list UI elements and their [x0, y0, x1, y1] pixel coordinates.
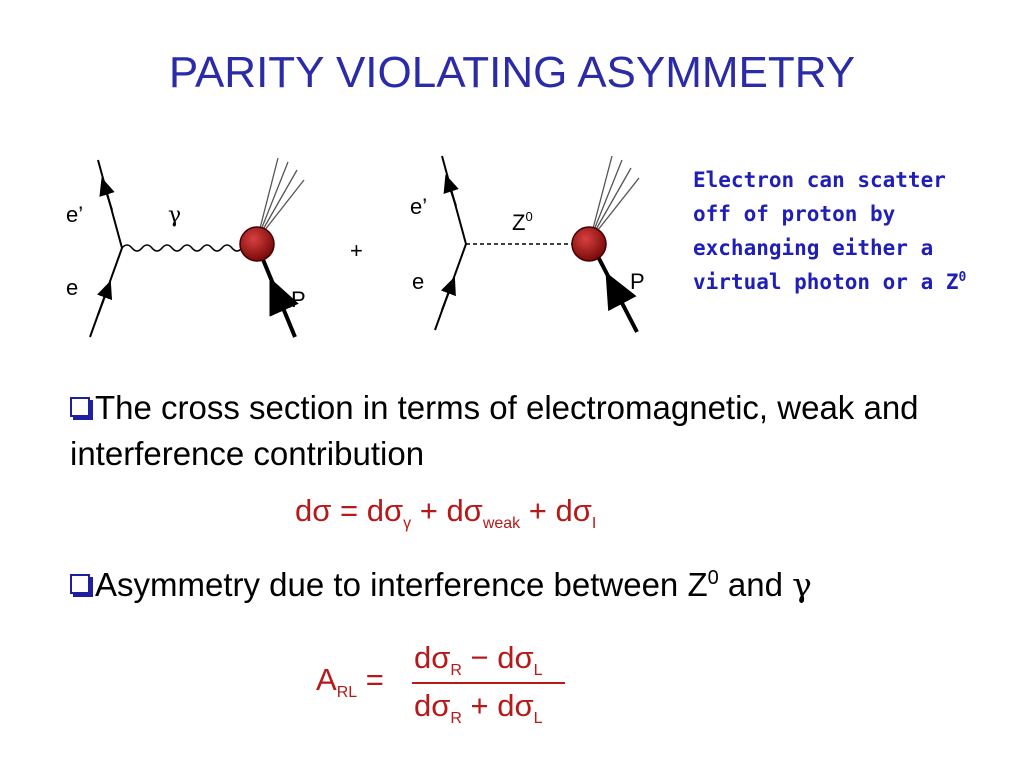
- jet-line: [589, 155, 613, 241]
- label-e: e: [412, 269, 424, 294]
- side-note-line: off of proton by: [693, 202, 896, 226]
- diagram-right: e’ e Z0 P: [410, 155, 645, 333]
- side-note-line: exchanging either a: [693, 236, 934, 260]
- equation-numerator: dσR − dσL: [414, 640, 543, 680]
- outgoing-electron-arrow: [99, 177, 115, 211]
- label-proton: P: [291, 287, 306, 312]
- jet-line: [589, 167, 632, 241]
- equation-denominator: dσR + dσL: [414, 688, 543, 728]
- proton-arrow: [605, 271, 637, 312]
- bullet-text: Asymmetry due to interference between Z: [95, 566, 708, 603]
- jet-line: [589, 159, 623, 241]
- photon-wavy-line: [121, 244, 243, 252]
- bullet-text: The cross section in terms of electromag…: [70, 389, 919, 472]
- plus-sign: +: [350, 238, 363, 263]
- outgoing-electron-arrow: [443, 174, 459, 207]
- incoming-electron-arrow: [440, 276, 456, 311]
- gamma-symbol: γ: [792, 565, 812, 604]
- checkbox-bullet-icon: [70, 574, 93, 597]
- bullet-asymmetry: Asymmetry due to interference between Z0…: [70, 562, 970, 608]
- checkbox-bullet-icon: [70, 397, 93, 420]
- slide-title: PARITY VIOLATING ASYMMETRY: [168, 48, 856, 97]
- side-note-line: Electron can scatter: [693, 168, 946, 192]
- label-e-prime: e’: [66, 202, 83, 227]
- equation-cross-section: dσ = dσγ + dσweak + dσI: [295, 493, 597, 533]
- label-proton: P: [630, 269, 645, 294]
- proton-arrow: [269, 277, 299, 317]
- jet-line: [256, 161, 289, 241]
- proton-blob: [239, 226, 275, 262]
- side-note: Electron can scatter off of proton by ex…: [693, 163, 993, 299]
- feynman-diagrams: e’ e γ P + e’ e Z0 P: [66, 155, 645, 338]
- label-gamma: γ: [168, 203, 181, 228]
- label-e: e: [66, 275, 78, 300]
- jet-line: [256, 157, 279, 241]
- equation-asymmetry: ARL = dσR − dσL dσR + dσL: [316, 640, 576, 730]
- fraction-bar: [412, 682, 565, 684]
- incoming-electron-arrow: [97, 280, 113, 316]
- proton-blob: [571, 226, 607, 262]
- diagram-left: e’ e γ P: [66, 157, 306, 338]
- label-e-prime: e’: [410, 194, 427, 219]
- label-z0: Z0: [512, 209, 533, 235]
- bullet-cross-section: The cross section in terms of electromag…: [70, 385, 970, 477]
- side-note-line: virtual photon or a Z0: [693, 270, 967, 294]
- equation-lhs: ARL =: [316, 662, 384, 702]
